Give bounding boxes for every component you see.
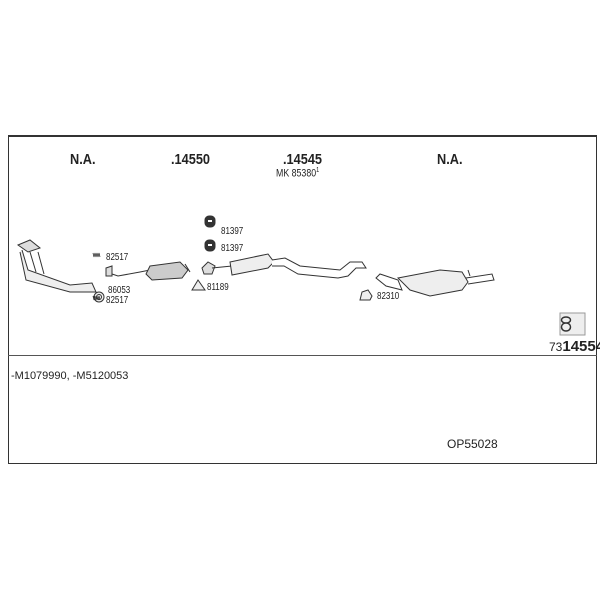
clip-icons [92,252,101,301]
hanger-81397-a [204,215,216,228]
diagram-frame [8,135,597,464]
part-81397-a: 81397 [221,226,244,237]
hanger-81397-b [204,239,216,252]
system-code: OP55028 [447,437,498,451]
header-14545: .14545 [283,151,323,168]
kit-icon [559,312,586,336]
part-81189: 81189 [207,282,229,293]
kit-number: 7314554 [549,338,600,355]
sub-label: MK 853801 [276,167,320,180]
part-81397-b: 81397 [221,243,244,254]
divider [8,355,597,356]
clamp-82310 [359,289,373,301]
part-82517-b: 82517 [106,295,129,306]
middle-silencer [201,253,367,279]
notes: -M1079990, -M5120053 [11,370,129,382]
catalytic-converter [105,261,191,281]
header-14550: .14550 [171,151,211,168]
gasket-81189 [191,279,206,291]
header-na-2: N.A. [437,151,463,168]
part-82310: 82310 [377,291,400,302]
header-na-1: N.A. [70,151,96,168]
part-82517-a: 82517 [106,252,129,263]
exhaust-manifold [16,239,97,293]
part-86053: 86053 [108,285,131,296]
rear-silencer [375,269,495,297]
